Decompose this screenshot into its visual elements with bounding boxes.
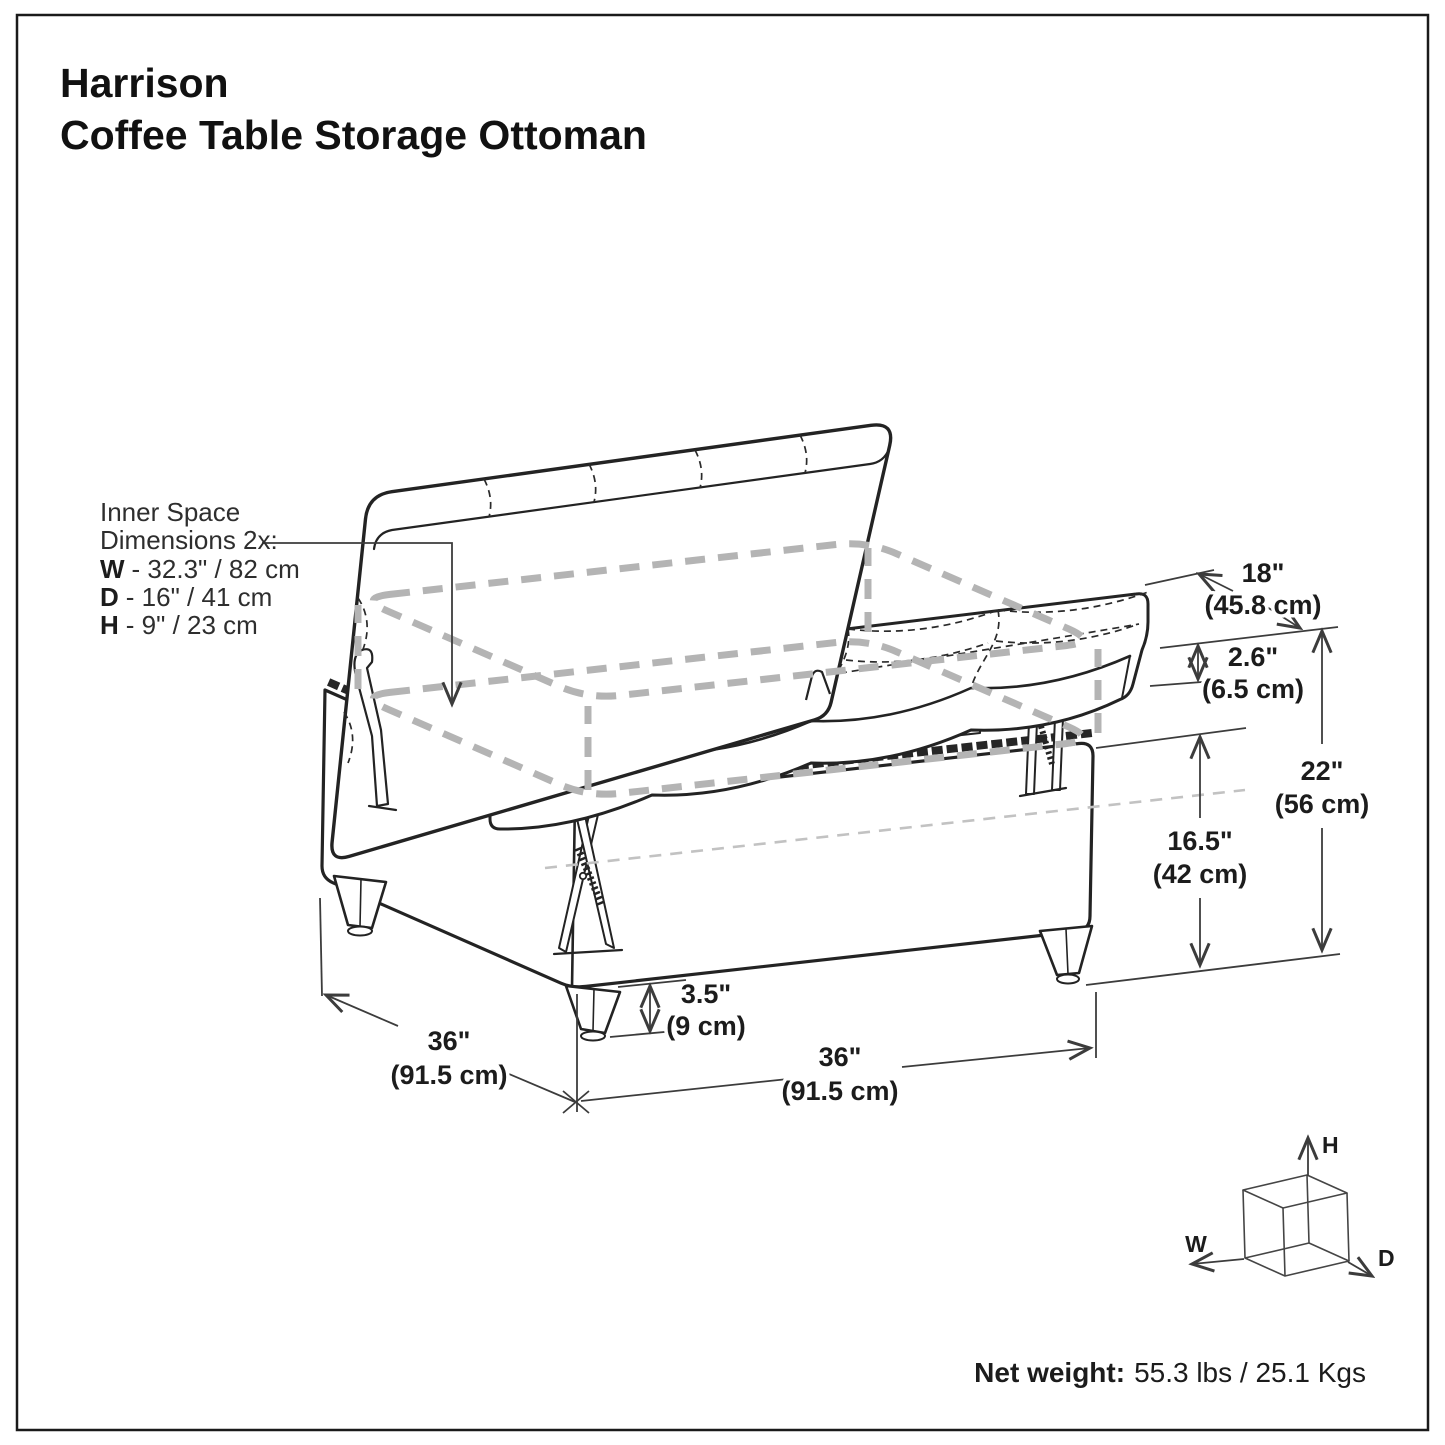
dim-total-height xyxy=(1085,631,1341,986)
dim-depth-cm: (91.5 cm) xyxy=(390,1060,507,1090)
axis-cube-icon: H W D xyxy=(1185,1132,1395,1276)
dim-lid-thickness xyxy=(1149,626,1339,687)
dim-lid-depth-cm: (45.8 cm) xyxy=(1204,590,1321,620)
cushion-corner-edge xyxy=(1121,655,1131,699)
dim-leg-height-in: 3.5" xyxy=(681,979,731,1009)
dim-lid-thickness-in: 2.6" xyxy=(1228,642,1278,672)
inner-space-dim-d: D- 16" / 41 cm xyxy=(100,582,272,612)
cube-label-w: W xyxy=(1185,1231,1207,1257)
legs xyxy=(332,874,1094,1042)
ghost-lower-loop xyxy=(369,638,1087,798)
leg-front-left xyxy=(564,984,622,1042)
ghost-upper-loop xyxy=(369,540,1087,700)
ottoman-drawing xyxy=(262,423,1246,1042)
dim-base-height-cm: (42 cm) xyxy=(1153,859,1248,889)
dim-width-cm: (91.5 cm) xyxy=(781,1076,898,1106)
product-title-line2: Coffee Table Storage Ottoman xyxy=(60,112,647,158)
lid-thickness-band xyxy=(372,447,891,551)
dim-lid-thickness-cm: (6.5 cm) xyxy=(1202,674,1304,704)
inner-space-heading1: Inner Space xyxy=(100,497,240,527)
cube-label-d: D xyxy=(1378,1245,1395,1271)
product-title-line1: Harrison xyxy=(60,60,229,106)
w-axis-arrow xyxy=(1192,1259,1245,1264)
dim-lid-depth xyxy=(1144,569,1300,628)
dim-lid-depth-in: 18" xyxy=(1242,558,1285,588)
net-weight: Net weight:55.3 lbs / 25.1 Kgs xyxy=(974,1357,1366,1388)
d-axis-arrow xyxy=(1347,1262,1372,1276)
open-lid xyxy=(330,423,893,860)
dim-width xyxy=(580,992,1097,1102)
dim-base-height-in: 16.5" xyxy=(1167,826,1232,856)
dim-depth-in: 36" xyxy=(428,1026,471,1056)
dim-leg-height-cm: (9 cm) xyxy=(666,1011,746,1041)
tuft-seam xyxy=(970,609,1000,689)
inner-space-dim-w: W- 32.3" / 82 cm xyxy=(100,554,300,584)
dim-base-height xyxy=(1095,727,1247,965)
page-border xyxy=(15,13,1430,1432)
inner-space-note: Inner Space Dimensions 2x: W- 32.3" / 82… xyxy=(100,497,300,640)
dim-total-height-cm: (56 cm) xyxy=(1275,789,1370,819)
lid-outline xyxy=(330,423,893,860)
dim-leg-height xyxy=(609,979,687,1038)
inner-space-dim-h: H- 9" / 23 cm xyxy=(100,610,258,640)
lid-side-tuft-arcs xyxy=(343,597,368,764)
dimension-lines xyxy=(319,569,1341,1114)
dim-depth xyxy=(319,897,590,1114)
ghost-verticals xyxy=(354,548,1102,790)
dim-total-height-in: 22" xyxy=(1301,756,1344,786)
dim-width-in: 36" xyxy=(819,1042,862,1072)
inner-space-heading2: Dimensions 2x: xyxy=(100,525,278,555)
leg-front-right xyxy=(1038,924,1094,985)
leg-back-left xyxy=(332,874,388,937)
cube-label-h: H xyxy=(1322,1132,1339,1158)
inner-space-ghost xyxy=(354,540,1246,870)
inner-space-callout-line xyxy=(262,542,452,704)
